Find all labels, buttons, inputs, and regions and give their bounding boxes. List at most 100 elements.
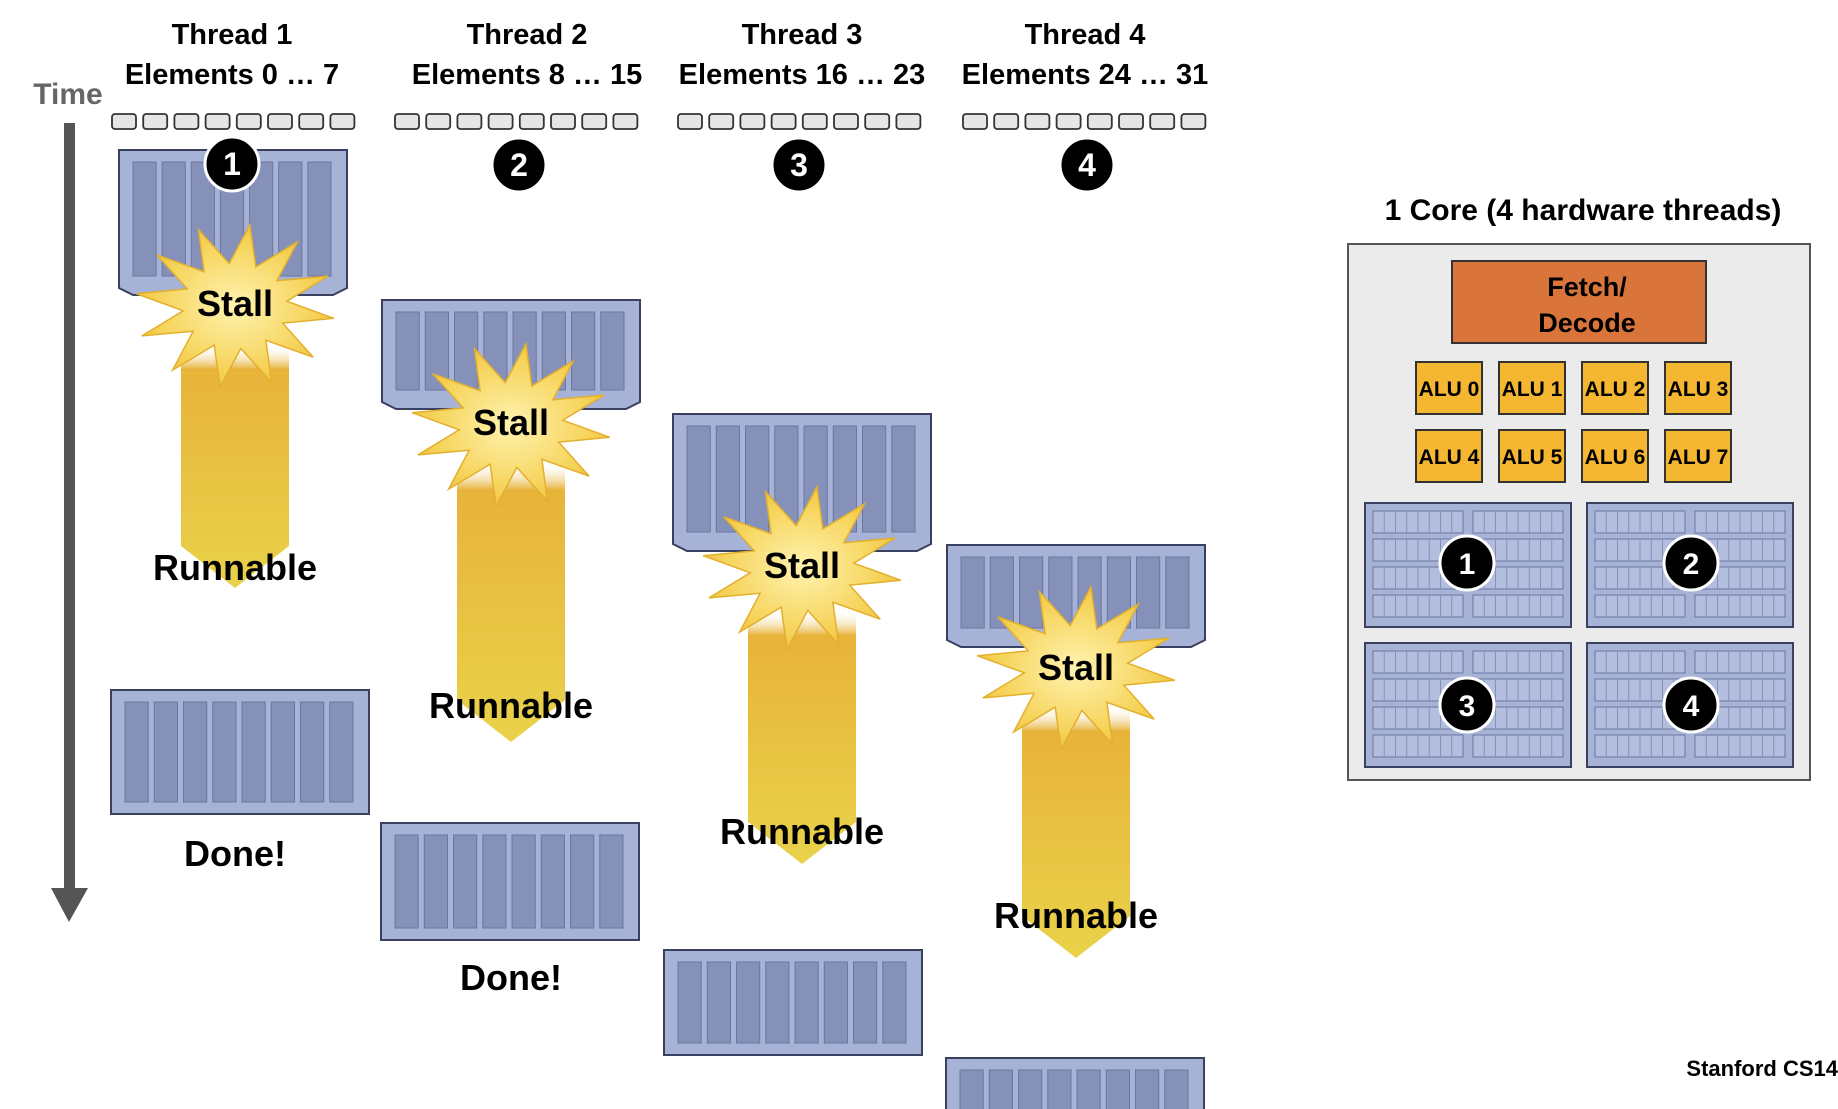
alu-label: ALU 6 [1585,446,1646,469]
footer-credit: Stanford CS14 [1686,1056,1838,1081]
context-cell [736,961,761,1044]
context-cell [329,701,354,803]
element-box [1086,113,1113,130]
context-cell [715,425,740,533]
element-box [770,113,797,130]
alu-6: ALU 6 [1581,429,1649,483]
alu-3: ALU 3 [1664,361,1732,415]
context-cell [540,834,565,929]
thread-2-runnable-label: Runnable [429,685,593,726]
element-box [235,113,262,130]
thread-4-elements: Elements 24 … 31 [962,59,1209,91]
context-cell [153,701,178,803]
element-box [142,113,169,130]
badge-number: 4 [1683,690,1700,723]
thread-1-runnable-label: Runnable [153,547,317,588]
context-cell [1135,1069,1160,1109]
context-cell [959,1069,984,1109]
element-row-thread-1 [111,113,356,130]
thread-2-runnable-arrow [457,462,565,742]
element-box [111,113,137,130]
time-label: Time [33,78,102,111]
core-title: 1 Core (4 hardware threads) [1385,194,1782,227]
context-cell [424,311,449,391]
context-cell [706,961,731,1044]
context-cell [482,834,507,929]
context-cell [570,834,595,929]
context-cell [891,425,916,533]
badge-circle [203,135,261,193]
context-cell [132,161,157,277]
element-box [267,113,293,130]
thread-header-2: Thread 2 Elements 8 … 15 [412,19,643,91]
element-box [1055,113,1082,130]
element-box [487,113,514,130]
thread-2-stall-burst [411,341,611,509]
context-cell [183,701,208,803]
element-box [739,113,766,130]
context-cell [511,834,536,929]
element-box [708,113,735,130]
thread-1-badge: 1 [203,135,261,193]
alu-box [1415,429,1483,483]
context-cell [212,701,237,803]
thread-2-badge: 2 [490,136,548,194]
thread-2-elements: Elements 8 … 15 [412,59,643,91]
thread-header-3: Thread 3 Elements 16 … 23 [679,19,926,91]
alu-box [1498,429,1566,483]
core-context-3-badge: 3 [1438,676,1496,734]
context-cell [124,701,149,803]
thread-1-elements: Elements 0 … 7 [125,59,339,91]
context-cell [300,701,325,803]
context-cell [988,1069,1013,1109]
badge-number: 3 [790,147,808,183]
element-box [993,113,1020,130]
element-row-thread-3 [677,113,922,130]
badge-number: 1 [223,146,241,182]
thread-2-title: Thread 2 [467,19,588,51]
thread-1-runnable-arrow [181,345,289,588]
thread-4-context-next [945,1057,1205,1109]
thread-1-stall-label: Stall [197,283,273,324]
thread-3-stall-burst [702,484,902,652]
thread-header-1: Thread 1 Elements 0 … 7 [125,19,339,91]
thread-3-title: Thread 3 [742,19,863,51]
element-box [581,113,608,130]
context-cell [853,961,878,1044]
alu-label: ALU 4 [1419,446,1480,469]
context-cell [1105,1069,1130,1109]
thread-4-runnable-label: Runnable [994,895,1158,936]
context-cell [882,961,907,1044]
thread-3-stall-label: Stall [764,545,840,586]
context-cell [423,834,448,929]
alu-1: ALU 1 [1498,361,1566,415]
core-context-1-badge: 1 [1438,534,1496,592]
badge-circle [1058,136,1116,194]
element-row-thread-2 [394,113,639,130]
badge-number: 2 [510,147,528,183]
badge-circle [1662,534,1720,592]
context-cell [677,961,702,1044]
context-cell [765,961,790,1044]
context-cell [161,161,186,277]
element-box [612,113,639,130]
context-cell [989,556,1014,629]
context-cell [241,701,266,803]
thread-4-stall-burst [976,584,1176,752]
element-box [298,113,325,130]
thread-header-4: Thread 4 Elements 24 … 31 [962,19,1209,91]
alu-5: ALU 5 [1498,429,1566,483]
alu-label: ALU 0 [1419,378,1480,401]
context-cell [745,425,770,533]
alu-box [1498,361,1566,415]
context-cell [823,961,848,1044]
thread-1-title: Thread 1 [172,19,293,51]
context-cell [278,161,303,277]
context-cell [960,556,985,629]
element-box [1180,113,1207,130]
context-cell [1165,556,1190,629]
element-box [173,113,200,130]
fetch-decode-line2: Decode [1538,308,1636,338]
